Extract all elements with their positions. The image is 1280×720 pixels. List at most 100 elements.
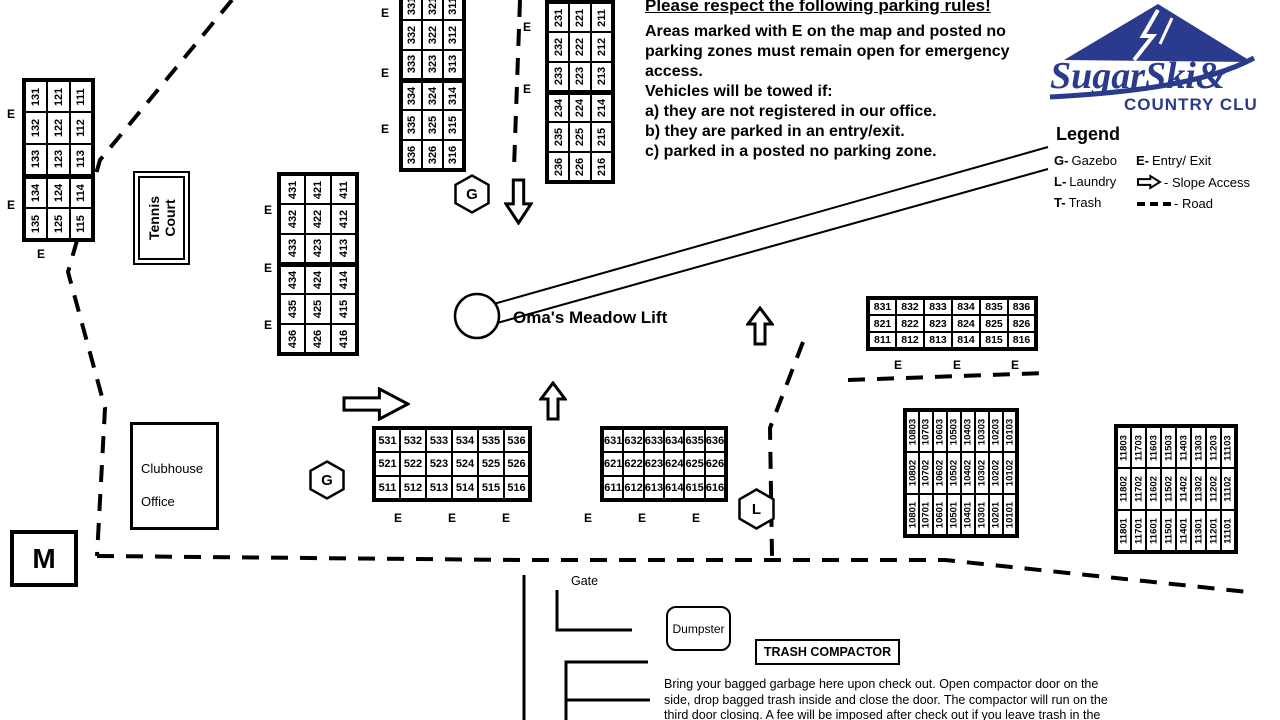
hexagon-icon	[738, 488, 775, 530]
parking-space-322: 322	[421, 19, 444, 51]
parking-space-431: 431	[278, 173, 306, 205]
parking-space-516: 516	[503, 475, 531, 501]
parking-space-10201: 10201	[988, 493, 1004, 537]
parking-space-523: 523	[425, 451, 453, 477]
rules-line: access.	[645, 63, 703, 80]
parking-space-623: 623	[642, 451, 666, 477]
entry-exit-marker: E	[448, 511, 457, 525]
parking-space-10101: 10101	[1002, 493, 1018, 537]
tennis-court-inner: Tennis Court	[138, 176, 185, 260]
legend-label: Laundry	[1069, 174, 1117, 189]
mountain-icon	[1064, 4, 1252, 62]
parking-space-314: 314	[442, 77, 465, 111]
road-bottom	[96, 554, 1249, 594]
parking-space-11802: 11802	[1115, 467, 1132, 511]
entry-exit-marker: E	[37, 247, 46, 261]
entry-exit-marker: E	[523, 20, 532, 34]
tennis-court: Tennis Court	[133, 171, 190, 265]
parking-space-824: 824	[951, 314, 981, 333]
parking-space-616: 616	[703, 475, 728, 501]
parking-space-514: 514	[451, 475, 479, 501]
entry-exit-marker: E	[381, 66, 390, 80]
logo-tagline: COUNTRY CLUB	[1124, 95, 1258, 114]
sugar-ski-logo: SugarSki& COUNTRY CLUB	[1049, 4, 1258, 114]
entry-exit-marker: E	[264, 203, 273, 217]
parking-space-212: 212	[590, 31, 614, 63]
dashed-road-icon	[1137, 201, 1171, 206]
parking-space-413: 413	[330, 233, 358, 265]
parking-space-10102: 10102	[1002, 451, 1018, 495]
legend-item: E-Entry/ Exit	[1136, 153, 1280, 168]
entry-exit-marker: E	[1011, 358, 1020, 372]
hexagon-label: G	[466, 185, 478, 203]
parking-space-216: 216	[590, 151, 614, 183]
legend-item: G-Gazebo	[1054, 153, 1136, 168]
trash-compactor-label: TRASH COMPACTOR	[763, 645, 892, 659]
parking-space-311: 311	[442, 0, 465, 21]
parking-rules: Please respect the following parking rul…	[645, 0, 1040, 162]
parking-space-10601: 10601	[932, 493, 948, 537]
laundry-marker: L	[738, 488, 775, 530]
entry-exit-marker: E	[894, 358, 903, 372]
parking-space-10502: 10502	[946, 451, 962, 495]
parking-space-815: 815	[979, 331, 1009, 350]
legend-label: - Road	[1174, 196, 1214, 211]
parking-space-10103: 10103	[1002, 409, 1018, 453]
parking-space-323: 323	[421, 49, 444, 81]
parking-space-833: 833	[923, 297, 953, 316]
parking-space-334: 334	[400, 77, 423, 111]
parking-space-123: 123	[46, 143, 71, 177]
parking-space-113: 113	[69, 143, 94, 177]
parking-space-11201: 11201	[1205, 509, 1222, 553]
parking-space-10403: 10403	[960, 409, 976, 453]
parking-space-525: 525	[477, 451, 505, 477]
parking-space-121: 121	[46, 79, 71, 113]
m-label: M	[32, 542, 56, 574]
parking-space-812: 812	[895, 331, 925, 350]
parking-space-811: 811	[867, 331, 897, 350]
parking-space-813: 813	[923, 331, 953, 350]
entry-exit-marker: E	[692, 511, 701, 525]
legend-label: Trash	[1068, 195, 1102, 210]
slope-access-arrow-right	[342, 387, 410, 421]
parking-space-331: 331	[400, 0, 423, 21]
parking-space-535: 535	[477, 427, 505, 453]
parking-space-832: 832	[895, 297, 925, 316]
parking-space-624: 624	[663, 451, 686, 477]
rules-body: Areas marked with E on the map and poste…	[645, 22, 1040, 162]
parking-space-634: 634	[663, 427, 686, 453]
rules-line: Areas marked with E on the map and poste…	[645, 23, 1006, 40]
parking-space-524: 524	[451, 451, 479, 477]
parking-space-215: 215	[590, 121, 614, 153]
parking-space-835: 835	[979, 297, 1009, 316]
parking-space-633: 633	[642, 427, 666, 453]
parking-space-631: 631	[600, 427, 625, 453]
parking-space-411: 411	[330, 173, 358, 205]
legend-label: Entry/ Exit	[1152, 153, 1212, 168]
parking-space-422: 422	[304, 203, 332, 235]
parking-space-534: 534	[451, 427, 479, 453]
entry-exit-marker: E	[264, 318, 273, 332]
entry-exit-marker: E	[381, 122, 390, 136]
parking-space-11803: 11803	[1115, 425, 1132, 469]
hexagon-icon	[309, 460, 345, 500]
parking-space-222: 222	[568, 31, 592, 63]
parking-space-124: 124	[46, 173, 71, 209]
parking-space-11203: 11203	[1205, 425, 1222, 469]
parking-space-416: 416	[330, 323, 358, 355]
road-top-mid	[512, 0, 522, 169]
parking-space-814: 814	[951, 331, 981, 350]
lift-circle	[453, 292, 501, 340]
parking-space-10602: 10602	[932, 451, 948, 495]
rules-line: Vehicles will be towed if:	[645, 83, 833, 100]
parking-space-622: 622	[622, 451, 645, 477]
parking-space-11703: 11703	[1130, 425, 1147, 469]
parking-space-11603: 11603	[1145, 425, 1162, 469]
parking-space-511: 511	[373, 475, 401, 501]
mountain-snow-streak-icon	[1158, 17, 1174, 45]
parking-space-415: 415	[330, 293, 358, 325]
logo-name: SugarSki&	[1050, 55, 1226, 97]
parking-space-10802: 10802	[904, 451, 920, 495]
